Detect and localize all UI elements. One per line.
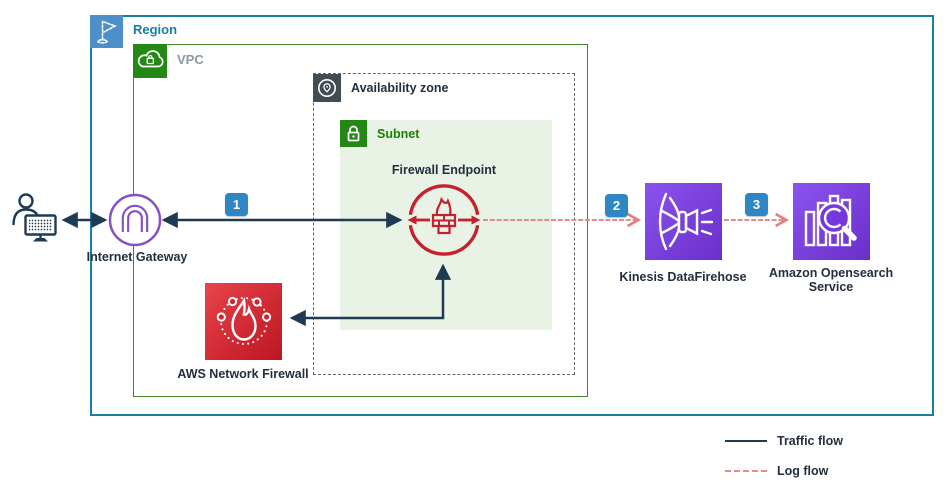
vpc-label: VPC xyxy=(177,52,204,67)
availability-zone-icon xyxy=(313,74,341,102)
traffic-flow-label: Traffic flow xyxy=(777,434,843,448)
step-badge-1: 1 xyxy=(225,193,248,216)
log-flow-label: Log flow xyxy=(777,464,829,478)
region-label: Region xyxy=(133,22,178,37)
network-firewall-label: AWS Network Firewall xyxy=(177,367,309,381)
traffic-flow-line xyxy=(725,440,767,442)
vpc-icon xyxy=(133,44,167,78)
kinesis-firehose-icon xyxy=(645,183,722,260)
region-icon xyxy=(90,15,123,48)
internet-gateway-icon xyxy=(105,190,165,250)
firewall-endpoint-icon xyxy=(404,180,484,260)
step-badge-2: 2 xyxy=(605,194,628,217)
opensearch-icon xyxy=(793,183,870,260)
kinesis-firehose-label: Kinesis DataFirehose xyxy=(619,270,747,284)
network-firewall-icon xyxy=(205,283,282,360)
availability-zone-label: Availability zone xyxy=(351,81,449,95)
subnet-lock-icon xyxy=(340,120,367,147)
subnet-label: Subnet xyxy=(377,127,420,141)
opensearch-label: Amazon Opensearch Service xyxy=(768,266,894,295)
step-badge-3: 3 xyxy=(745,193,768,216)
firewall-endpoint-label: Firewall Endpoint xyxy=(391,163,497,177)
internet-gateway-label: Internet Gateway xyxy=(86,250,188,264)
user-icon xyxy=(10,192,62,244)
log-flow-line xyxy=(725,470,767,472)
